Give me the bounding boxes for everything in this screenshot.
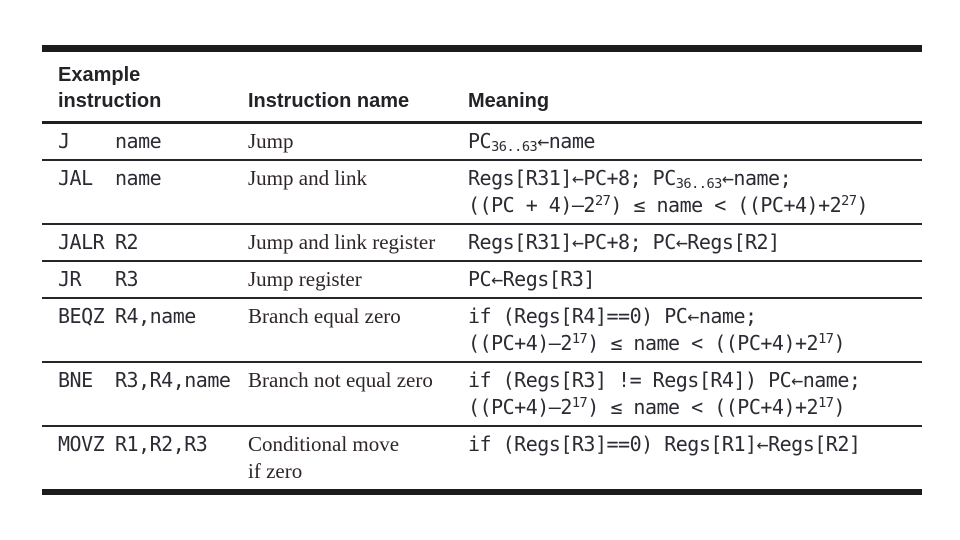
instruction-operands: R1,R2,R3 xyxy=(115,432,208,456)
instruction-name-line: if zero xyxy=(248,459,303,483)
meaning-cell: PC36..63←name xyxy=(468,124,922,159)
meaning-line: ((PC+4)–217) ≤ name < ((PC+4)+217) xyxy=(468,330,922,357)
meaning-line: if (Regs[R3]==0) Regs[R1]←Regs[R2] xyxy=(468,431,922,458)
meaning-text: ←name xyxy=(537,129,595,153)
meaning-line: PC←Regs[R3] xyxy=(468,266,922,293)
instruction-name-line: Jump and link xyxy=(248,166,367,190)
instruction-operands: R4,name xyxy=(115,304,196,328)
table-row: JAL name Jump and link Regs[R31]←PC+8; PC36… xyxy=(42,161,922,225)
instruction-name-cell: Conditional move if zero xyxy=(248,427,468,489)
table-row: BNE R3,R4,name Branch not equal zero if (Re… xyxy=(42,363,922,427)
example-instruction-cell: JALR R2 xyxy=(42,225,248,260)
meaning-line: if (Regs[R3] != Regs[R4]) PC←name; xyxy=(468,367,922,394)
meaning-text: ) xyxy=(833,331,845,355)
instruction-name-line: Conditional move xyxy=(248,432,400,456)
meaning-text: if (Regs[R3] != Regs[R4]) PC←name; xyxy=(468,368,861,392)
meaning-cell: Regs[R31]←PC+8; PC←Regs[R2] xyxy=(468,225,922,260)
meaning-cell: if (Regs[R3]==0) Regs[R1]←Regs[R2] xyxy=(468,427,922,489)
instruction-operands: R3,R4,name xyxy=(115,368,231,392)
instruction-operands: R2 xyxy=(115,230,139,254)
meaning-cell: if (Regs[R4]==0) PC←name;((PC+4)–217) ≤ … xyxy=(468,299,922,361)
meaning-text: if (Regs[R4]==0) PC←name; xyxy=(468,304,757,328)
instruction-mnemonic: J xyxy=(58,129,70,153)
example-instruction-cell: BNE R3,R4,name xyxy=(42,363,248,425)
example-instruction-cell: JAL name xyxy=(42,161,248,223)
meaning-text: PC←Regs[R3] xyxy=(468,267,595,291)
meaning-line: ((PC+4)–217) ≤ name < ((PC+4)+217) xyxy=(468,394,922,421)
meaning-cell: PC←Regs[R3] xyxy=(468,262,922,297)
instruction-table: Example instruction Instruction name Mea… xyxy=(42,45,922,495)
example-instruction-cell: MOVZ R1,R2,R3 xyxy=(42,427,248,489)
meaning-header: Meaning xyxy=(468,90,550,112)
table-row: BEQZ R4,name Branch equal zero if (Regs[R4]… xyxy=(42,299,922,363)
instruction-mnemonic: JAL xyxy=(58,166,93,190)
table-header-row: Example instruction Instruction name Mea… xyxy=(42,52,922,124)
meaning-line: if (Regs[R4]==0) PC←name; xyxy=(468,303,922,330)
instruction-name-cell: Jump xyxy=(248,124,468,159)
table-row: JR R3 Jump register PC←Regs[R3] xyxy=(42,262,922,299)
example-instruction-header-line1: Example xyxy=(58,64,141,86)
instruction-mnemonic: JR xyxy=(58,267,82,291)
meaning-line: PC36..63←name xyxy=(468,128,922,155)
subscript-text: 36..63 xyxy=(491,138,538,155)
meaning-line: ((PC + 4)–227) ≤ name < ((PC+4)+227) xyxy=(468,192,922,219)
supscript-text: 27 xyxy=(841,192,857,209)
meaning-line: Regs[R31]←PC+8; PC36..63←name; xyxy=(468,165,922,192)
meaning-text: Regs[R31]←PC+8; PC←Regs[R2] xyxy=(468,230,780,254)
example-instruction-header: Example instruction xyxy=(42,62,248,114)
instruction-name-line: Branch not equal zero xyxy=(248,368,433,392)
instruction-name-cell: Jump register xyxy=(248,262,468,297)
supscript-text: 17 xyxy=(571,394,588,411)
meaning-text: ) ≤ name < ((PC+4)+2 xyxy=(610,193,842,217)
instruction-name-cell: Jump and link xyxy=(248,161,468,223)
meaning-text: ) xyxy=(856,193,869,217)
supscript-text: 17 xyxy=(571,330,588,347)
instruction-mnemonic: JALR xyxy=(58,230,105,254)
meaning-text: ((PC + 4)–2 xyxy=(468,193,595,217)
meaning-text: ) ≤ name < ((PC+4)+2 xyxy=(587,395,819,419)
instruction-name-header: Instruction name xyxy=(248,90,410,112)
meaning-text: ((PC+4)–2 xyxy=(468,331,572,355)
instruction-operands: name xyxy=(115,129,162,153)
instruction-name-line: Branch equal zero xyxy=(248,304,401,328)
meaning-text: Regs[R31]←PC+8; PC xyxy=(468,166,676,190)
supscript-text: 17 xyxy=(818,330,834,347)
example-instruction-cell: JR R3 xyxy=(42,262,248,297)
meaning-text: ←name; xyxy=(721,166,792,190)
instruction-name-cell: Jump and link register xyxy=(248,225,468,260)
meaning-text: PC xyxy=(468,129,492,153)
supscript-text: 27 xyxy=(594,192,611,209)
table-row: JALR R2 Jump and link register Regs[R31]←PC… xyxy=(42,225,922,262)
meaning-line: Regs[R31]←PC+8; PC←Regs[R2] xyxy=(468,229,922,256)
instruction-name-line: Jump register xyxy=(248,267,362,291)
meaning-text: ((PC+4)–2 xyxy=(468,395,572,419)
meaning-text: ) xyxy=(833,395,845,419)
instruction-mnemonic: MOVZ xyxy=(58,432,105,456)
meaning-text: ) ≤ name < ((PC+4)+2 xyxy=(587,331,819,355)
instruction-name-cell: Branch not equal zero xyxy=(248,363,468,425)
instruction-mnemonic: BEQZ xyxy=(58,304,105,328)
instruction-name-line: Jump xyxy=(248,129,294,153)
instruction-operands: R3 xyxy=(115,267,139,291)
instruction-operands: name xyxy=(115,166,162,190)
supscript-text: 17 xyxy=(818,394,834,411)
meaning-cell: if (Regs[R3] != Regs[R4]) PC←name;((PC+4… xyxy=(468,363,922,425)
example-instruction-cell: BEQZ R4,name xyxy=(42,299,248,361)
subscript-text: 36..63 xyxy=(675,175,723,192)
instruction-mnemonic: BNE xyxy=(58,368,93,392)
meaning-text: if (Regs[R3]==0) Regs[R1]←Regs[R2] xyxy=(468,432,861,456)
meaning-cell: Regs[R31]←PC+8; PC36..63←name;((PC + 4)–… xyxy=(468,161,922,223)
instruction-name-line: Jump and link register xyxy=(248,230,436,254)
example-instruction-header-line2: instruction xyxy=(58,90,162,112)
instruction-name-cell: Branch equal zero xyxy=(248,299,468,361)
table-row: MOVZ R1,R2,R3 Conditional move if zero if (R… xyxy=(42,427,922,489)
